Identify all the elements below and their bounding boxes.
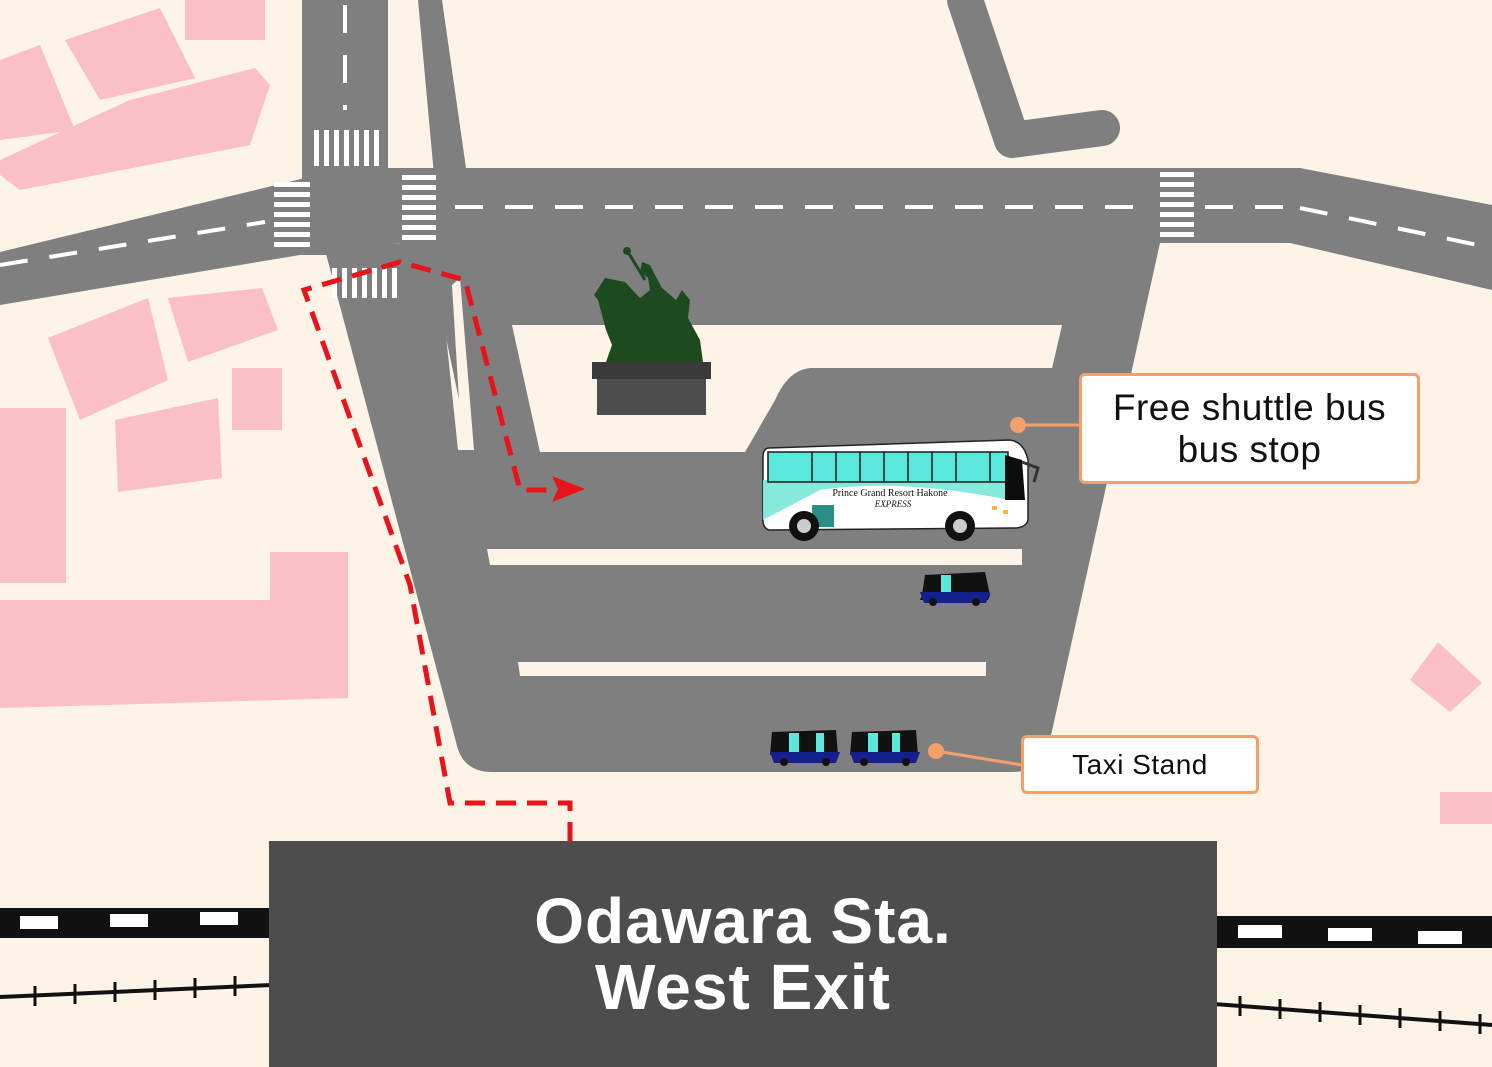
building xyxy=(115,398,222,492)
building xyxy=(232,368,282,430)
statue-icon xyxy=(592,247,711,415)
building xyxy=(1410,642,1482,712)
route-arrow-icon xyxy=(552,476,585,502)
crosswalk-north xyxy=(314,130,379,166)
building xyxy=(0,552,348,708)
bus-company-text: Prince Grand Resort Hakone xyxy=(832,488,948,499)
taxi-stand-marker-icon xyxy=(928,743,944,759)
taxi-stand-callout: Taxi Stand xyxy=(1021,735,1259,794)
track-right xyxy=(1213,1002,1492,1027)
building xyxy=(168,288,278,362)
north-road-right xyxy=(418,0,467,175)
track-left xyxy=(0,983,273,999)
taxi-icon xyxy=(920,572,990,606)
bus-stop-callout: Free shuttle bus bus stop xyxy=(1079,373,1420,484)
left-island-strip xyxy=(452,278,474,450)
taxi-stand-label: Taxi Stand xyxy=(1072,748,1208,780)
building xyxy=(1440,792,1492,824)
taxi-icon xyxy=(850,730,920,766)
bus-stop-label-line2: bus stop xyxy=(1177,428,1322,470)
building xyxy=(0,408,66,583)
side-street xyxy=(947,0,1120,158)
station-building xyxy=(269,841,1217,1067)
building xyxy=(0,45,75,140)
building xyxy=(65,8,195,100)
station-name: Odawara Sta. xyxy=(534,885,952,957)
crosswalk-east xyxy=(402,175,436,240)
railway xyxy=(0,908,1492,1034)
building xyxy=(48,298,168,420)
building xyxy=(185,0,265,40)
crosswalks xyxy=(274,130,1194,298)
crosswalk-far-east xyxy=(1160,172,1194,237)
island-lane-2 xyxy=(518,662,986,676)
callout-leaders xyxy=(928,417,1080,767)
island-lane-1 xyxy=(487,549,1022,565)
lane-markings xyxy=(0,5,1492,267)
bus-stop-label-line1: Free shuttle bus xyxy=(1112,386,1387,428)
station-exit: West Exit xyxy=(595,951,891,1023)
shuttle-bus-icon: Prince Grand Resort Hakone EXPRESS xyxy=(762,439,1040,541)
bus-stop-marker-icon xyxy=(1010,417,1026,433)
station-label: Odawara Sta. West Exit xyxy=(269,841,1217,1067)
taxi-icon xyxy=(770,730,840,766)
north-road-left xyxy=(302,0,388,255)
crosswalk-west xyxy=(274,182,310,247)
walking-route xyxy=(300,259,573,842)
building xyxy=(0,68,270,190)
buildings xyxy=(0,0,1492,824)
bus-service-text: EXPRESS xyxy=(874,499,912,509)
